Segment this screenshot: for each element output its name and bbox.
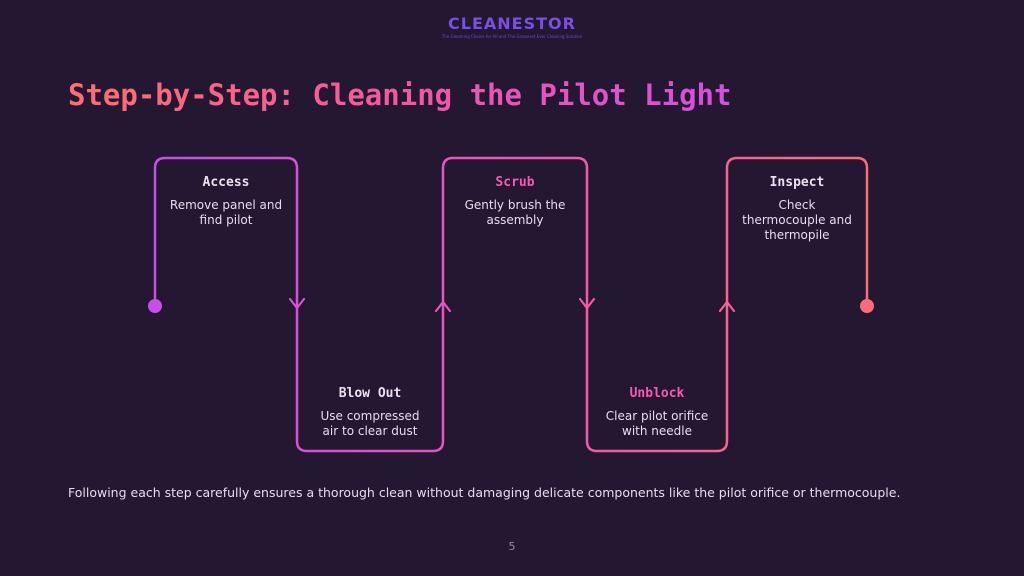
step-desc-unblock-line-2: with needle (622, 424, 692, 438)
step-desc-scrub-line-1: Gently brush the (465, 198, 566, 212)
start-dot (148, 299, 162, 313)
step-title-scrub: Scrub (495, 175, 534, 190)
steps-group: Access Remove panel and find pilot Blow … (170, 175, 852, 438)
step-desc-blow-out-line-1: Use compressed (320, 409, 419, 423)
flow-path (153, 156, 869, 453)
footer-note: Following each step carefully ensures a … (68, 485, 901, 500)
arrow-down-icon (288, 297, 306, 310)
logo: CLEANESTOR The Gleaming Choice for All a… (0, 14, 1024, 39)
logo-tagline: The Gleaming Choice for All and The Groo… (441, 34, 583, 39)
arrow-up-icon (718, 300, 736, 313)
step-desc-scrub-line-2: assembly (487, 213, 544, 227)
step-title-access: Access (203, 175, 250, 190)
step-title-unblock: Unblock (630, 386, 685, 401)
step-title-inspect: Inspect (770, 175, 825, 190)
step-desc-inspect-line-3: thermopile (764, 228, 829, 242)
step-title-blow-out: Blow Out (339, 386, 402, 401)
page-title: Step-by-Step: Cleaning the Pilot Light (68, 78, 732, 112)
end-dot (860, 299, 874, 313)
step-desc-inspect-line-2: thermocouple and (742, 213, 852, 227)
arrow-up-icon (434, 300, 452, 313)
logo-text: CLEANESTOR (448, 14, 576, 33)
step-desc-blow-out-line-2: air to clear dust (323, 424, 418, 438)
step-desc-access-line-1: Remove panel and (170, 198, 282, 212)
step-desc-unblock-line-1: Clear pilot orifice (606, 409, 709, 423)
step-desc-inspect-line-1: Check (779, 198, 816, 212)
arrow-down-icon (578, 297, 596, 310)
step-desc-access-line-2: find pilot (200, 213, 253, 227)
page-number: 5 (508, 540, 516, 553)
